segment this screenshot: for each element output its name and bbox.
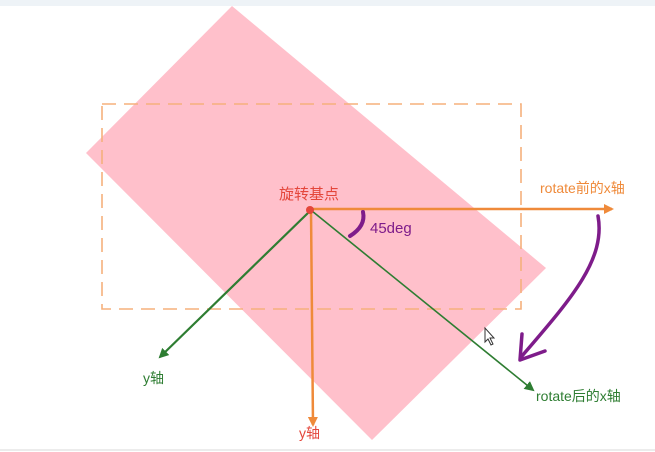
cursor-arrow-icon bbox=[484, 326, 496, 346]
original-y-axis-arrow bbox=[307, 209, 318, 427]
angle-arc bbox=[348, 210, 366, 238]
rotated-x-axis-arrow bbox=[311, 210, 535, 392]
rotated-box bbox=[86, 6, 546, 440]
rotated-y-axis-arrow bbox=[158, 211, 310, 359]
rotated-x-axis-label: rotate后的x轴 bbox=[536, 388, 621, 404]
original-box bbox=[101, 103, 522, 310]
original-x-axis-label: rotate前的x轴 bbox=[540, 180, 625, 196]
top-strip bbox=[0, 0, 655, 6]
angle-label: 45deg bbox=[370, 220, 412, 237]
pivot-dot bbox=[306, 206, 314, 214]
curved-arrow-head bbox=[518, 332, 547, 362]
original-y-axis-label: y轴 bbox=[299, 425, 320, 441]
rotated-y-axis-label: y轴 bbox=[143, 370, 164, 386]
curved-annotation-arrow bbox=[520, 214, 601, 358]
pivot-label: 旋转基点 bbox=[279, 186, 340, 203]
